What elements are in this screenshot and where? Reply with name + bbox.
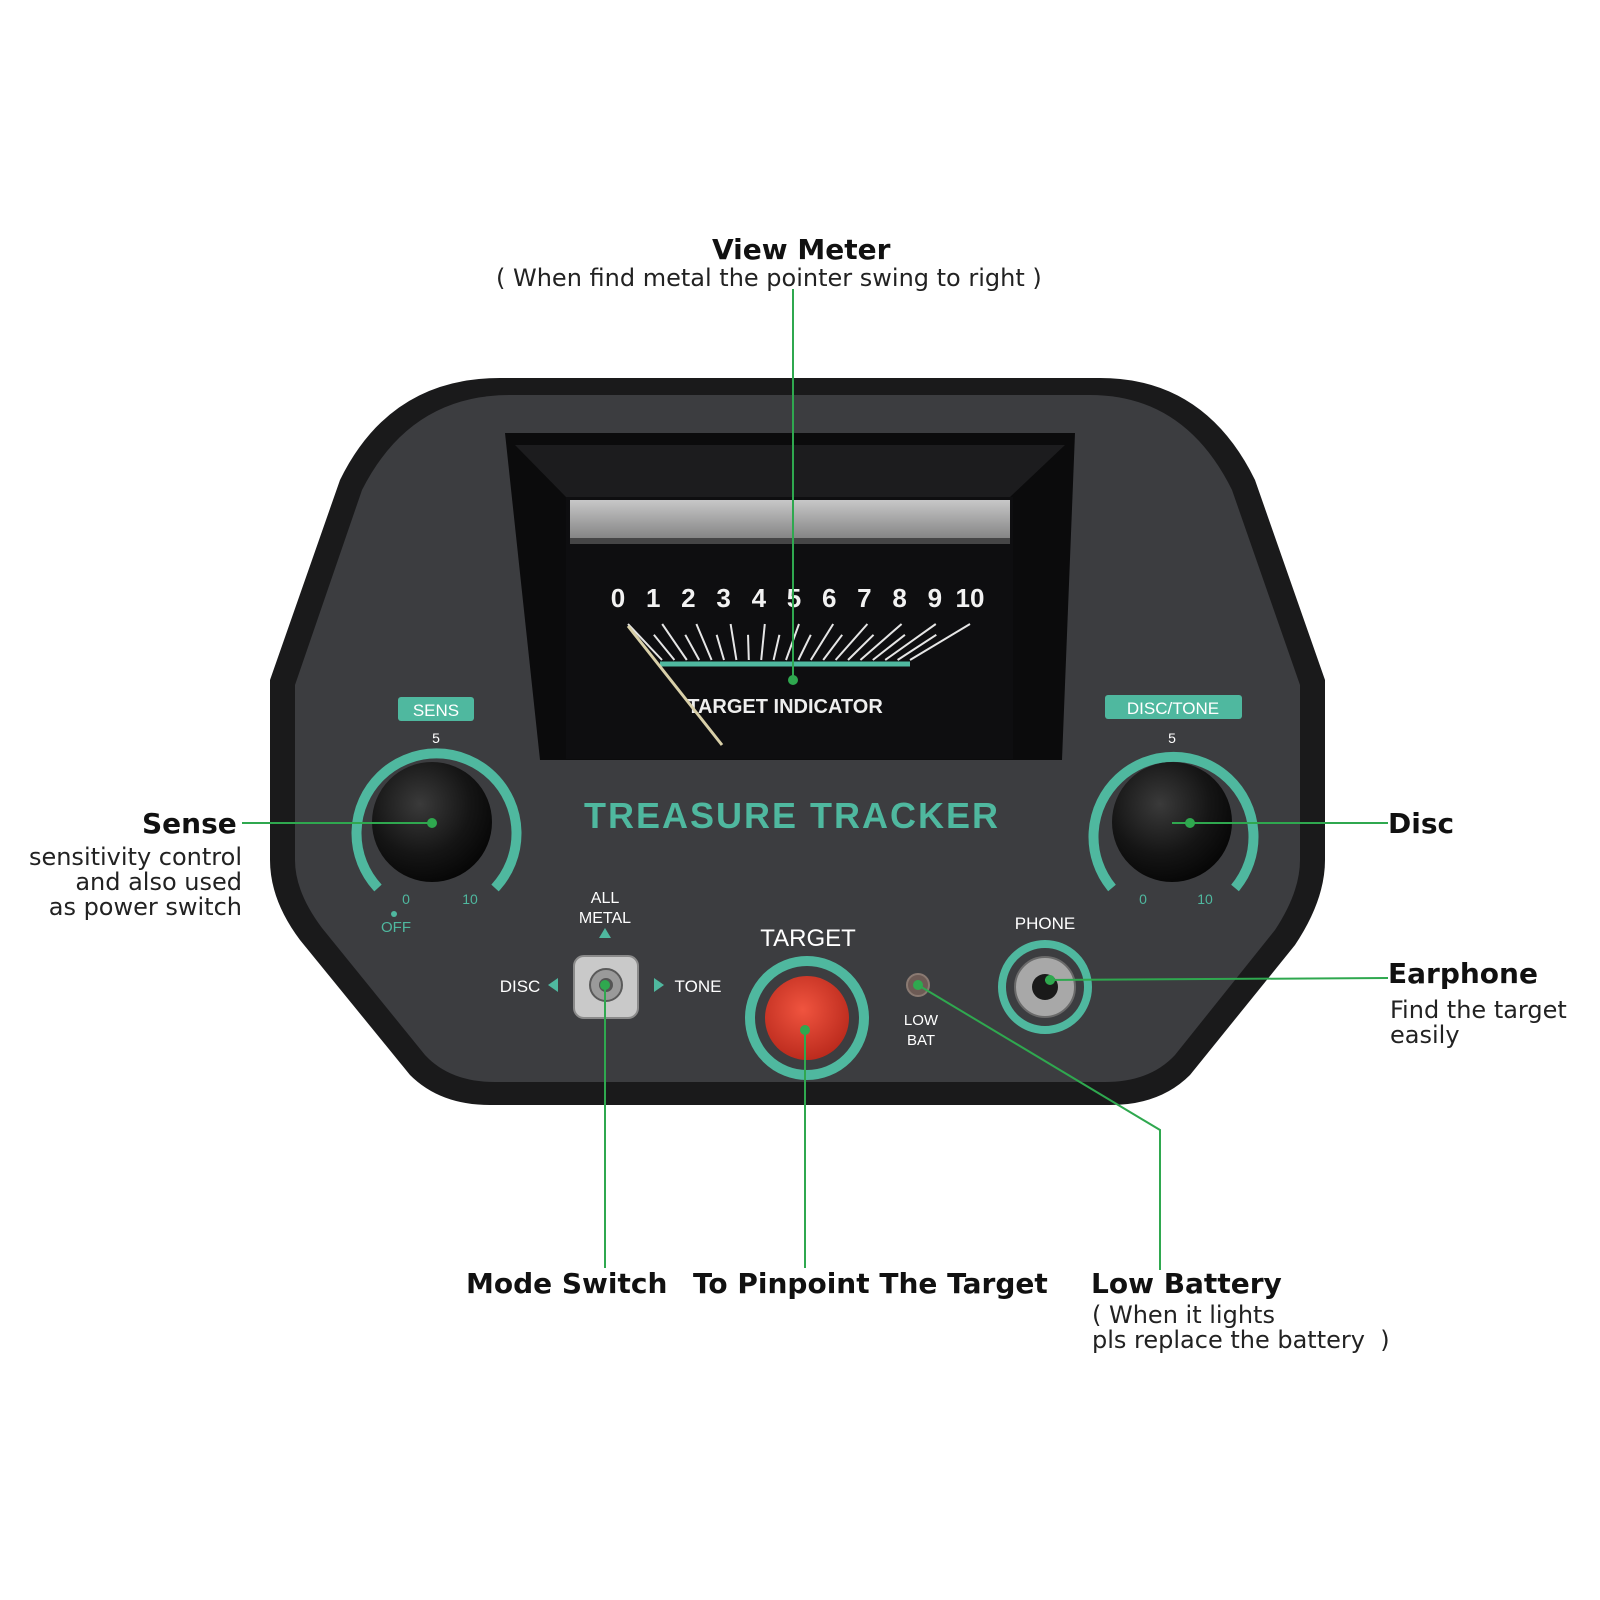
meter-caption: TARGET INDICATOR [687, 696, 883, 718]
callout-sense-subtitle: sensitivity control and also used as pow… [28, 843, 242, 921]
low-bat-label-2: BAT [907, 1032, 935, 1049]
meter-tick [695, 623, 713, 661]
meter-glass-reflection [570, 500, 1010, 538]
callout-earphone-title: Earphone [1388, 957, 1538, 990]
meter-tick [661, 623, 688, 661]
meter-tick [847, 634, 875, 661]
target-ring [745, 956, 869, 1080]
sens-ring [351, 748, 522, 892]
sens-mark-5: 5 [432, 730, 440, 746]
meter-scale-label: 7 [857, 583, 871, 613]
target-button [765, 976, 849, 1060]
meter-tick [872, 634, 906, 661]
low-bat-label-1: LOW [904, 1012, 939, 1029]
target-label: TARGET [760, 925, 856, 952]
meter-scale-label: 0 [611, 583, 625, 613]
meter-tick [653, 634, 676, 661]
meter-tick [909, 623, 971, 661]
sens-mark-10: 10 [462, 891, 478, 907]
callout-sense-title: Sense [142, 807, 237, 840]
meter-tick [884, 623, 937, 661]
disc-mark-10: 10 [1197, 891, 1213, 907]
meter-tick [715, 634, 725, 661]
meter-tick [809, 623, 835, 661]
leader-earphone [1044, 977, 1389, 981]
meter-scale-label: 6 [822, 583, 836, 613]
meter-needle [626, 625, 724, 746]
meter-scale-label: 1 [646, 583, 660, 613]
meter-tick [627, 623, 663, 661]
brand-title: TREASURE TRACKER [584, 795, 1000, 836]
meter-scale-label: 4 [752, 583, 767, 613]
meter-scale-label: 10 [956, 583, 985, 613]
callout-low-battery-subtitle: ( When it lights pls replace the battery… [1092, 1301, 1390, 1354]
meter-scale-label: 3 [716, 583, 730, 613]
callout-earphone-subtitle: Find the target easily [1390, 996, 1567, 1049]
disc-label-bg [1105, 695, 1242, 719]
meter-scale-label: 9 [928, 583, 942, 613]
callout-disc-title: Disc [1388, 807, 1455, 840]
mode-disc-label: DISC [500, 977, 541, 996]
meter-tick [729, 623, 738, 661]
leader-dots [427, 675, 1195, 1035]
sens-label-bg [398, 697, 474, 721]
callout-pinpoint-title: To Pinpoint The Target [693, 1267, 1048, 1300]
mode-tone-label: TONE [675, 977, 722, 996]
meter-tick [822, 634, 843, 661]
meter-tick [747, 634, 750, 661]
meter-tick [772, 634, 781, 661]
callout-low-battery-title: Low Battery [1091, 1267, 1282, 1300]
meter-scale-label: 8 [892, 583, 906, 613]
meter-tick [859, 623, 903, 661]
leader-lines [242, 289, 1389, 1270]
sens-mark-0: 0 [402, 891, 410, 907]
disc-mark-0: 0 [1139, 891, 1147, 907]
meter-tick [797, 634, 812, 661]
phone-ring [998, 940, 1092, 1034]
disc-ring [1088, 751, 1259, 892]
meter-scale-label: 2 [681, 583, 695, 613]
phone-jack-assembly[interactable]: PHONE [998, 914, 1092, 1034]
meter-tick [897, 633, 937, 661]
meter-tick [834, 623, 869, 661]
sens-off-label: OFF [381, 919, 411, 936]
meter-tick [684, 634, 701, 661]
mode-all-label: ALL [591, 890, 620, 907]
callout-view-meter-title: View Meter [712, 233, 891, 266]
mode-metal-label: METAL [579, 910, 631, 927]
target-button-assembly[interactable]: TARGET [745, 925, 869, 1080]
meter-tick [760, 623, 766, 661]
sens-label: SENS [413, 701, 459, 720]
callout-mode-switch-title: Mode Switch [466, 1267, 668, 1300]
callout-view-meter-subtitle: ( When find metal the pointer swing to r… [496, 264, 1042, 292]
low-bat-indicator: LOW BAT [904, 973, 939, 1049]
meter-ticks [627, 623, 971, 661]
leader-low-battery [917, 984, 1161, 1270]
disc-label: DISC/TONE [1127, 699, 1219, 718]
disc-mark-5: 5 [1168, 730, 1176, 746]
phone-label: PHONE [1015, 914, 1075, 933]
